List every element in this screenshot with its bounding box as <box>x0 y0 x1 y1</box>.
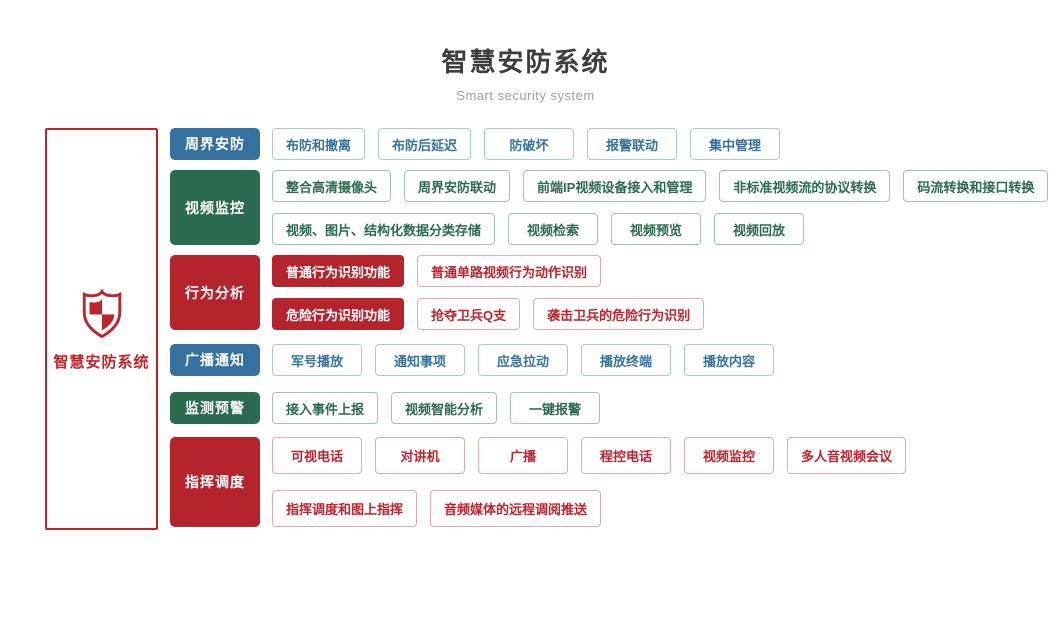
feature-lines: 可视电话对讲机广播程控电话视频监控多人音视频会议指挥调度和图上指挥音频媒体的远程… <box>272 437 907 527</box>
feature-line: 普通行为识别功能普通单路视频行为动作识别 <box>272 255 704 287</box>
feature-chip: 视频、图片、结构化数据分类存储 <box>272 213 496 245</box>
feature-lines: 军号播放通知事项应急拉动播放终端播放内容 <box>272 344 774 376</box>
shield-icon <box>78 287 126 346</box>
feature-line: 整合高清摄像头周界安防联动前端IP视频设备接入和管理非标准视频流的协议转换码流转… <box>272 170 1049 202</box>
feature-chip: 报警联动 <box>587 128 678 160</box>
feature-chip: 应急拉动 <box>478 344 568 376</box>
brand-label: 智慧安防系统 <box>53 353 150 371</box>
feature-rows: 周界安防布防和撤离布防后延迟防破坏报警联动集中管理视频监控整合高清摄像头周界安防… <box>170 128 1049 527</box>
feature-chip: 对讲机 <box>375 437 465 474</box>
category-video-surveillance: 视频监控 <box>170 170 260 245</box>
feature-chip: 防破坏 <box>484 128 575 160</box>
category-command-dispatch: 指挥调度 <box>170 437 260 527</box>
feature-chip: 码流转换和接口转换 <box>903 170 1049 202</box>
brand-panel: 智慧安防系统 <box>45 128 158 530</box>
feature-chip: 军号播放 <box>272 344 362 376</box>
feature-chip: 广播 <box>478 437 568 474</box>
feature-line: 可视电话对讲机广播程控电话视频监控多人音视频会议 <box>272 437 907 474</box>
system-row-monitor-warning: 监测预警接入事件上报视频智能分析一键报警 <box>170 392 1048 424</box>
feature-chip: 抢夺卫兵Q支 <box>417 298 521 330</box>
feature-chip: 袭击卫兵的危险行为识别 <box>533 298 705 330</box>
feature-chip: 播放内容 <box>684 344 774 376</box>
feature-chip: 非标准视频流的协议转换 <box>719 170 891 202</box>
feature-chip: 音频媒体的远程调阅推送 <box>430 490 602 527</box>
feature-chip: 通知事项 <box>375 344 465 376</box>
feature-lines: 接入事件上报视频智能分析一键报警 <box>272 392 601 424</box>
feature-lines: 整合高清摄像头周界安防联动前端IP视频设备接入和管理非标准视频流的协议转换码流转… <box>272 170 1049 245</box>
feature-chip: 前端IP视频设备接入和管理 <box>523 170 707 202</box>
feature-chip: 视频智能分析 <box>391 392 498 424</box>
category-monitor-warning: 监测预警 <box>170 392 260 424</box>
feature-chip: 普通单路视频行为动作识别 <box>417 255 602 287</box>
feature-chip: 视频回放 <box>714 213 805 245</box>
system-row-broadcast-notice: 广播通知军号播放通知事项应急拉动播放终端播放内容 <box>170 344 1048 376</box>
feature-chip: 视频监控 <box>684 437 774 474</box>
feature-chip: 播放终端 <box>581 344 671 376</box>
page-subtitle: Smart security system <box>456 88 595 103</box>
feature-chip: 程控电话 <box>581 437 671 474</box>
feature-line: 危险行为识别功能抢夺卫兵Q支袭击卫兵的危险行为识别 <box>272 298 705 330</box>
feature-line: 视频、图片、结构化数据分类存储视频检索视频预览视频回放 <box>272 213 1048 245</box>
feature-chip: 多人音视频会议 <box>787 437 907 474</box>
feature-chip: 接入事件上报 <box>272 392 379 424</box>
category-behavior-analysis: 行为分析 <box>170 255 260 330</box>
feature-lines: 普通行为识别功能普通单路视频行为动作识别危险行为识别功能抢夺卫兵Q支袭击卫兵的危… <box>272 255 705 330</box>
page-title: 智慧安防系统 <box>441 47 610 77</box>
feature-chip: 集中管理 <box>690 128 781 160</box>
feature-chip: 危险行为识别功能 <box>272 298 405 330</box>
feature-chip: 布防后延迟 <box>378 128 472 160</box>
feature-chip: 布防和撤离 <box>272 128 366 160</box>
category-broadcast-notice: 广播通知 <box>170 344 260 376</box>
feature-chip: 周界安防联动 <box>404 170 511 202</box>
system-row-perimeter-security: 周界安防布防和撤离布防后延迟防破坏报警联动集中管理 <box>170 128 1048 160</box>
feature-chip: 一键报警 <box>510 392 601 424</box>
system-row-command-dispatch: 指挥调度可视电话对讲机广播程控电话视频监控多人音视频会议指挥调度和图上指挥音频媒… <box>170 437 1048 527</box>
feature-chip: 视频预览 <box>611 213 702 245</box>
system-diagram: 智慧安防系统 周界安防布防和撤离布防后延迟防破坏报警联动集中管理视频监控整合高清… <box>45 128 1049 530</box>
system-row-video-surveillance: 视频监控整合高清摄像头周界安防联动前端IP视频设备接入和管理非标准视频流的协议转… <box>170 170 1049 245</box>
feature-chip: 可视电话 <box>272 437 362 474</box>
feature-line: 接入事件上报视频智能分析一键报警 <box>272 392 601 424</box>
feature-chip: 视频检索 <box>508 213 599 245</box>
feature-line: 指挥调度和图上指挥音频媒体的远程调阅推送 <box>272 490 906 527</box>
feature-chip: 指挥调度和图上指挥 <box>272 490 418 527</box>
system-row-behavior-analysis: 行为分析普通行为识别功能普通单路视频行为动作识别危险行为识别功能抢夺卫兵Q支袭击… <box>170 255 1048 330</box>
feature-chip: 普通行为识别功能 <box>272 255 405 287</box>
feature-chip: 整合高清摄像头 <box>272 170 392 202</box>
feature-lines: 布防和撤离布防后延迟防破坏报警联动集中管理 <box>272 128 781 160</box>
page-header: 智慧安防系统 Smart security system <box>0 0 1051 103</box>
feature-line: 布防和撤离布防后延迟防破坏报警联动集中管理 <box>272 128 781 160</box>
category-perimeter-security: 周界安防 <box>170 128 260 160</box>
feature-line: 军号播放通知事项应急拉动播放终端播放内容 <box>272 344 774 376</box>
